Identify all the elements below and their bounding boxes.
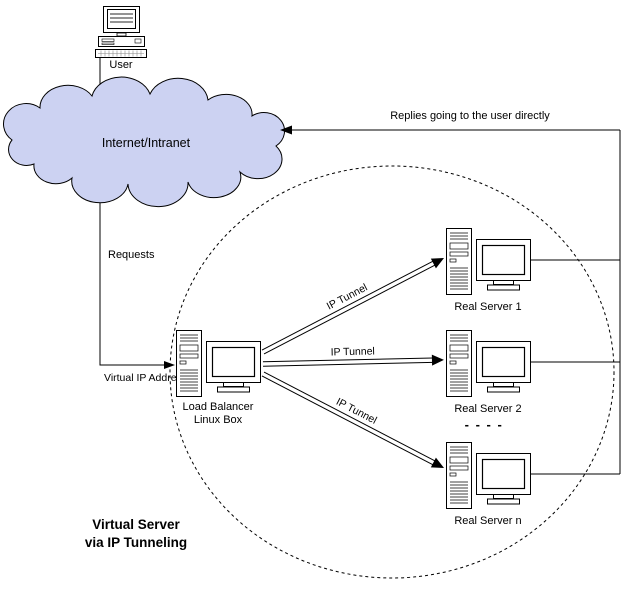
replies-path bbox=[290, 129, 621, 475]
user-label: User bbox=[109, 59, 133, 71]
cloud-label: Internet/Intranet bbox=[102, 136, 191, 150]
requests-label: Requests bbox=[108, 249, 155, 261]
ip-tunnel-label-1: IP Tunnel bbox=[325, 282, 370, 313]
ip-tunnel-label-2: IP Tunnel bbox=[331, 345, 375, 358]
ip-tunnel-arrow-2: IP Tunnel bbox=[262, 345, 444, 367]
user-computer-icon bbox=[94, 5, 148, 59]
diagram-title-line2: via IP Tunneling bbox=[85, 535, 187, 550]
real-server-n-icon bbox=[445, 441, 532, 510]
ip-tunnel-label-3: IP Tunnel bbox=[334, 396, 379, 427]
diagram-title-line1: Virtual Server bbox=[92, 517, 180, 532]
ip-tunnel-arrowhead-1 bbox=[430, 257, 445, 269]
ip-tunnel-arrow-3: IP Tunnel bbox=[261, 371, 445, 469]
real-server-1-icon bbox=[445, 227, 532, 296]
replies-label: Replies going to the user directly bbox=[390, 110, 550, 122]
ip-tunnel-arrowhead-2 bbox=[431, 354, 444, 366]
ip-tunnel-arrowhead-3 bbox=[430, 457, 445, 469]
real-server-n-label: Real Server n bbox=[454, 515, 521, 527]
load-balancer-label-line1: Load Balancer bbox=[183, 401, 254, 413]
real-server-2-label: Real Server 2 bbox=[454, 403, 521, 415]
requests-arrowhead bbox=[164, 361, 175, 369]
load-balancer-label-line2: Linux Box bbox=[194, 414, 243, 426]
real-server-1-label: Real Server 1 bbox=[454, 301, 521, 313]
virtual-ip-label: Virtual IP Address bbox=[104, 372, 187, 384]
reply-arrowhead bbox=[280, 125, 292, 135]
real-server-2-icon bbox=[445, 329, 532, 398]
virtual-server-boundary-circle bbox=[169, 165, 615, 579]
ip-tunnel-arrow-1: IP Tunnel bbox=[261, 257, 445, 355]
servers-ellipsis: - - - - bbox=[465, 417, 504, 432]
load-balancer-icon bbox=[175, 329, 262, 398]
internet-cloud bbox=[3, 76, 285, 208]
